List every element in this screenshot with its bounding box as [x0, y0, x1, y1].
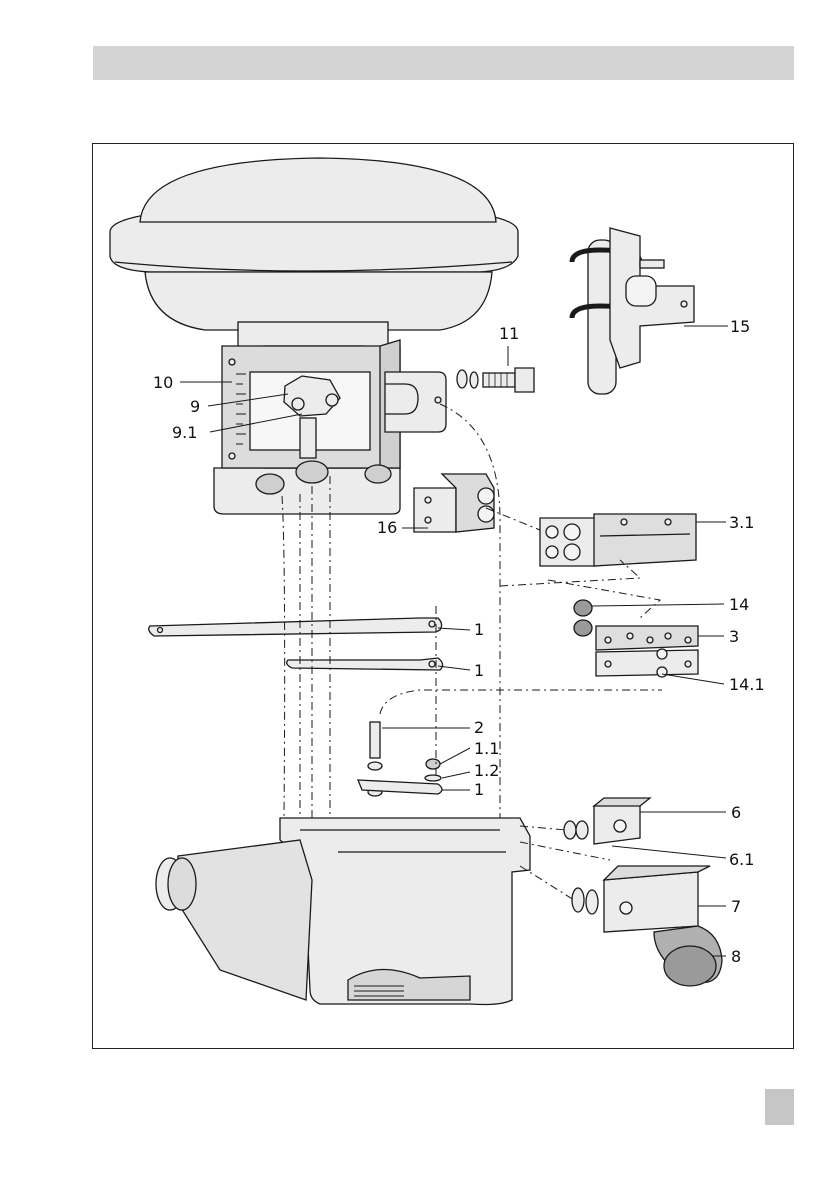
callout-14-1: 14.1 [729, 677, 765, 693]
yoke-bracket [214, 340, 446, 514]
callout-15: 15 [730, 319, 750, 335]
actuator-diaphragm-case [110, 158, 518, 352]
fittings-14 [574, 600, 592, 636]
plate-3-1 [540, 514, 696, 566]
callout-8: 8 [731, 949, 741, 965]
callout-1-middle: 1 [474, 663, 484, 679]
bolt-11 [457, 368, 534, 392]
callout-3: 3 [729, 629, 739, 645]
levers-1 [149, 618, 443, 670]
callout-16: 16 [377, 520, 397, 536]
callout-6: 6 [731, 805, 741, 821]
pin-2-assembly [358, 722, 442, 796]
callout-1-1: 1.1 [474, 741, 499, 757]
bracket-16 [414, 474, 494, 532]
callout-6-1: 6.1 [729, 852, 754, 868]
callout-2: 2 [474, 720, 484, 736]
pipe-mount-15 [572, 228, 694, 394]
callout-3-1: 3.1 [729, 515, 754, 531]
callout-7: 7 [731, 899, 741, 915]
connecting-plate-3 [596, 626, 698, 677]
positioner-housing [156, 818, 530, 1005]
block-7-connector-8 [572, 866, 722, 986]
page-number-tab [765, 1089, 794, 1125]
callout-1-upper: 1 [474, 622, 484, 638]
callout-14: 14 [729, 597, 749, 613]
callout-1-2: 1.2 [474, 763, 499, 779]
callout-9: 9 [190, 399, 200, 415]
callout-1-lower: 1 [474, 782, 484, 798]
callout-11: 11 [499, 326, 519, 342]
callout-10: 10 [153, 375, 173, 391]
callout-9-1: 9.1 [172, 425, 197, 441]
adapter-block-6 [564, 798, 650, 844]
